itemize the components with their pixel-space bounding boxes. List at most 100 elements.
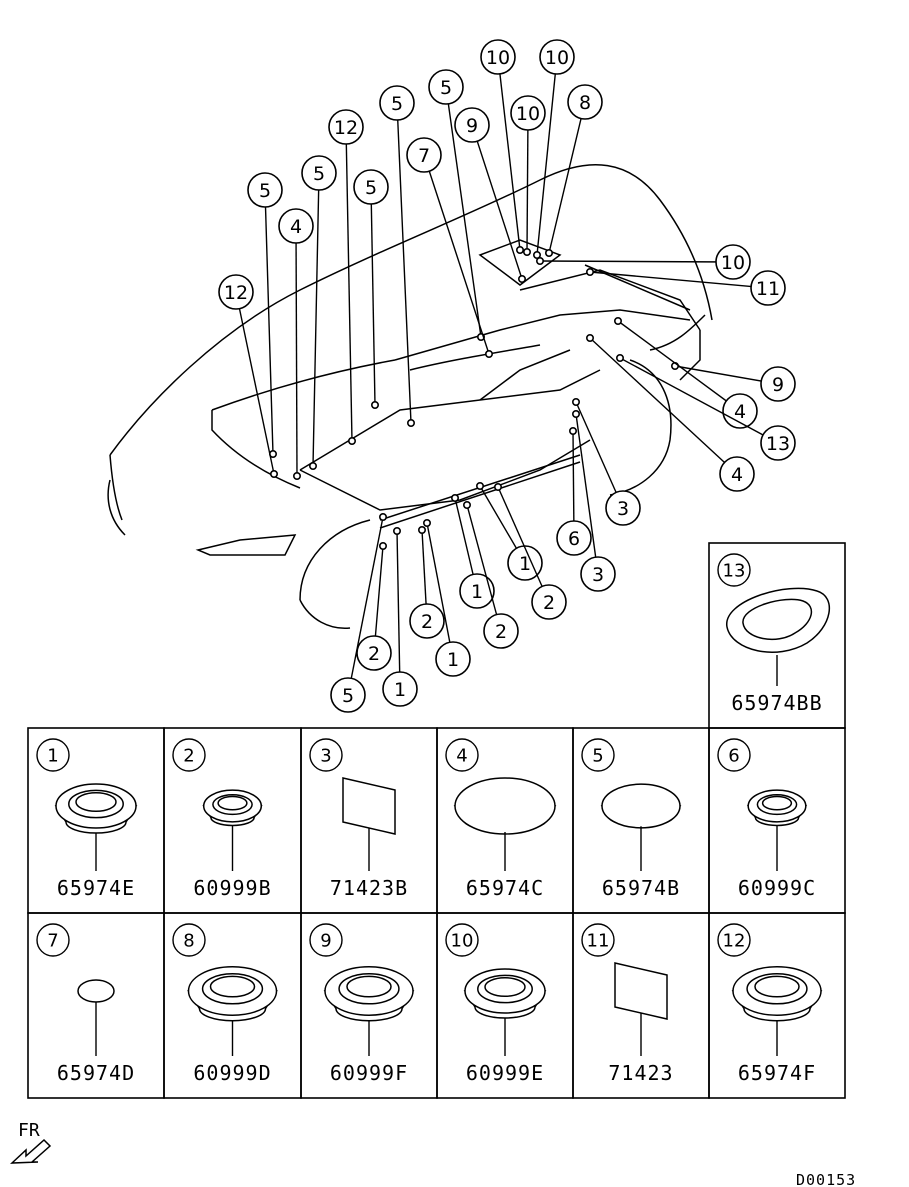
part-number-badge: 13 (717, 553, 751, 587)
callout-5: 5 (428, 69, 485, 341)
grommet-location-dot (532, 251, 541, 260)
callout-4: 4 (585, 333, 755, 492)
grommet-illustration (614, 962, 668, 1020)
callout-1: 1 (475, 481, 543, 581)
callout-8: 8 (544, 84, 603, 258)
callout-circle (330, 677, 366, 713)
part-code: 60999C (738, 876, 816, 900)
grommet-location-dot (406, 418, 415, 427)
grommet-location-dot (450, 493, 459, 502)
part-code: 71423 (608, 1061, 673, 1085)
callout-circle (218, 274, 254, 310)
grommet-location-dot (422, 518, 431, 527)
callout-circle (531, 584, 567, 620)
figure-code: D00153 (796, 1171, 856, 1187)
cell-border (708, 542, 846, 729)
part-number: 5 (592, 746, 603, 767)
callout-number: 5 (342, 685, 354, 707)
grommet-location-dot (462, 500, 471, 509)
leader-line (345, 126, 353, 442)
leader-line (426, 522, 454, 660)
grommet-location-dot (484, 349, 493, 358)
part-number-badge: 4 (445, 738, 479, 772)
part-number: 6 (728, 746, 739, 767)
part-number-badge: 9 (309, 923, 343, 957)
grommet-location-dot (585, 333, 594, 342)
part-number-badge: 1 (36, 738, 70, 772)
callout-5: 5 (330, 512, 387, 713)
callout-5: 5 (353, 169, 389, 409)
callout-number: 8 (579, 92, 591, 114)
grommet-illustration (202, 789, 263, 827)
callout-number: 4 (290, 216, 302, 238)
leader-line (312, 172, 320, 467)
badge-circle (581, 738, 615, 772)
grommet-illustration (77, 979, 115, 1003)
callout-5: 5 (247, 172, 283, 458)
callout-circle (605, 490, 641, 526)
callout-number: 10 (721, 252, 745, 274)
callout-number: 9 (466, 115, 478, 137)
callout-3: 3 (571, 397, 641, 526)
callout-circle (722, 393, 758, 429)
grommet-illustration (342, 777, 396, 835)
grommet-illustration (463, 968, 547, 1019)
callout-number: 2 (495, 621, 507, 643)
callout-10: 10 (480, 39, 524, 255)
callout-2: 2 (493, 482, 567, 620)
part-code: 65974D (57, 1061, 135, 1085)
callout-circle (459, 573, 495, 609)
leader-line (295, 225, 298, 477)
part-number: 12 (723, 931, 746, 952)
callout-circle (247, 172, 283, 208)
grommet-illustration (187, 966, 278, 1022)
leader-line (235, 291, 275, 475)
grommet-location-dot (308, 461, 317, 470)
callout-5: 5 (301, 155, 337, 470)
callout-circle (454, 107, 490, 143)
callout-number: 1 (471, 581, 483, 603)
part-code: 60999B (193, 876, 271, 900)
part-code: 65974B (602, 876, 680, 900)
callout-circle (278, 208, 314, 244)
callout-number: 5 (313, 163, 325, 185)
callout-circle (760, 366, 796, 402)
part-code: 65974F (738, 1061, 816, 1085)
callout-number: 12 (334, 117, 358, 139)
badge-circle (172, 923, 206, 957)
part-cell-12: 12 65974F (708, 912, 846, 1099)
part-number: 7 (47, 931, 58, 952)
part-number: 10 (451, 931, 474, 952)
callout-12: 12 (218, 274, 278, 478)
part-code: 60999F (330, 1061, 408, 1085)
callout-number: 6 (568, 528, 580, 550)
grommet-location-dot (378, 512, 387, 521)
grommet-location-dot (517, 274, 526, 283)
badge-circle (445, 923, 479, 957)
callout-number: 4 (731, 464, 743, 486)
leader-line (548, 101, 586, 254)
grommet-illustration (600, 783, 682, 829)
part-code: 60999E (466, 1061, 544, 1085)
badge-circle (309, 923, 343, 957)
callout-1: 1 (422, 518, 471, 677)
callout-circle (580, 556, 616, 592)
callout-number: 1 (394, 679, 406, 701)
leader-line (466, 504, 502, 632)
grommet-illustration (54, 783, 138, 834)
callout-circle (406, 137, 442, 173)
callout-circle (379, 85, 415, 121)
callout-10: 10 (510, 95, 546, 257)
callout-number: 1 (519, 553, 531, 575)
part-number-badge: 8 (172, 923, 206, 957)
grommet-illustration (731, 966, 823, 1022)
callout-10: 10 (532, 39, 575, 260)
callout-number: 2 (368, 643, 380, 665)
grommet-location-dot (568, 426, 577, 435)
callout-3: 3 (571, 409, 616, 592)
leader-line (264, 189, 274, 455)
